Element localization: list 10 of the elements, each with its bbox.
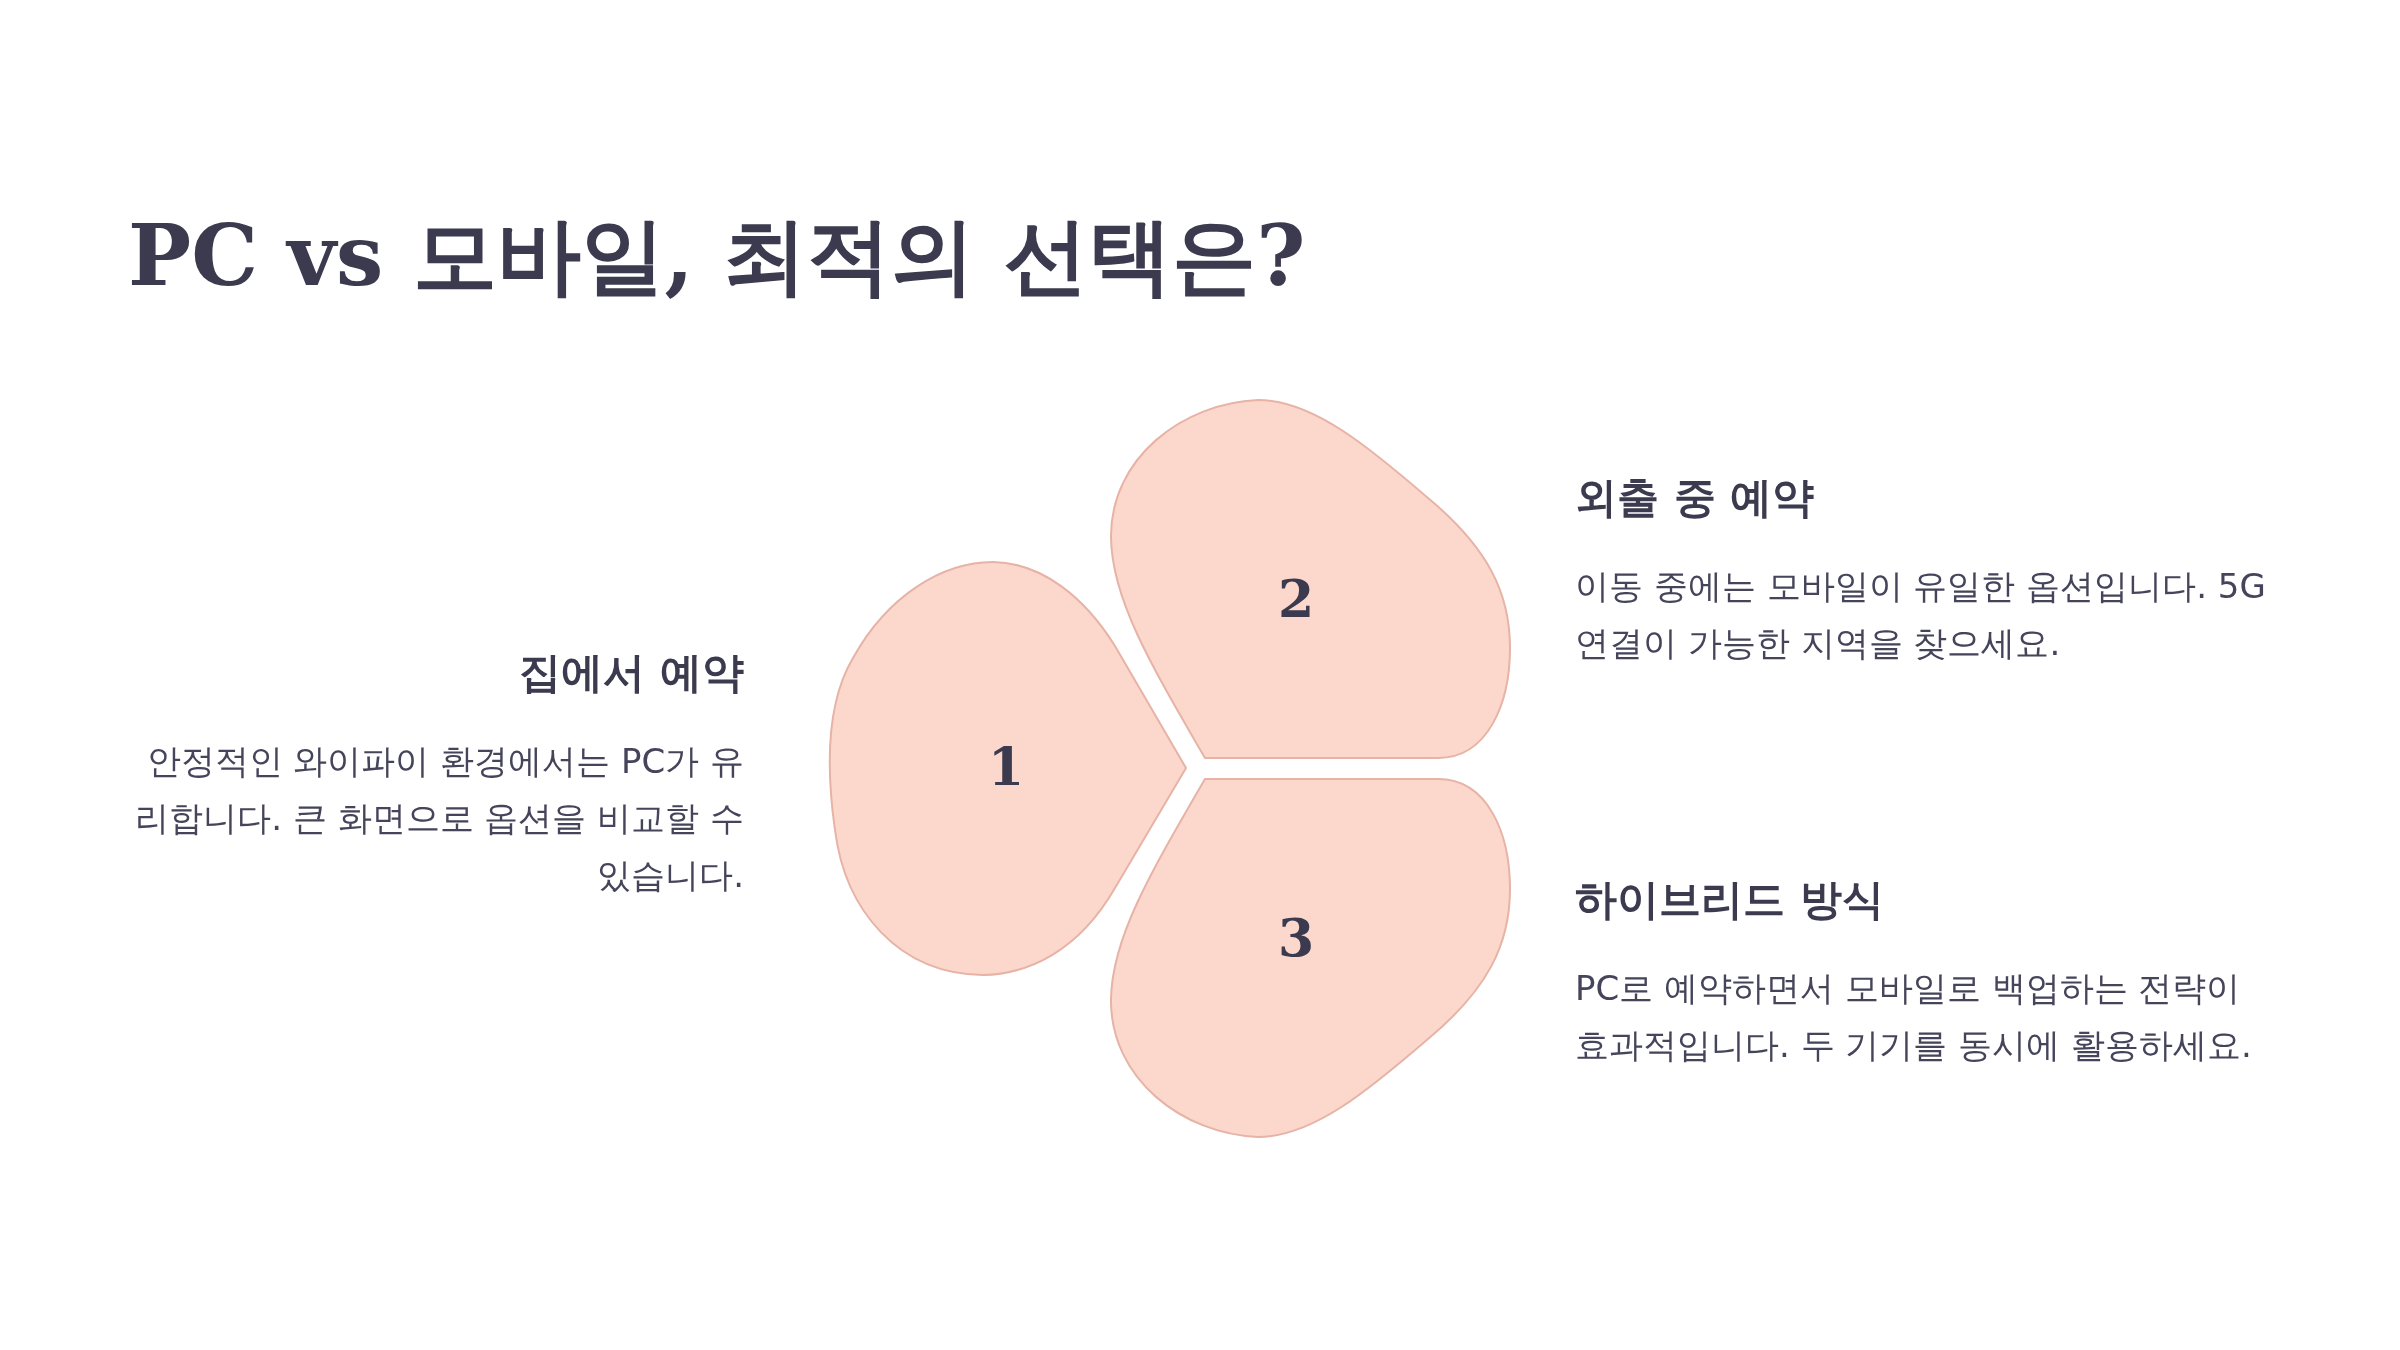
description-text: PC로 예약하면서 모바일로 백업하는 전략이 효과적입니다. 두 기기를 동시에 활용하세요. [1575, 967, 2253, 1067]
step-number: 1 [987, 735, 1025, 797]
step-number: 2 [1277, 567, 1315, 629]
section-heading: 하이브리드 방식 [1575, 874, 1885, 926]
step-number: 3 [1277, 906, 1315, 968]
description-text: 안정적인 와이파이 환경에서는 PC가 유리합니다. 큰 화면으로 옵션을 비교할 수 있습니다. [134, 740, 744, 897]
description-text: 이동 중에는 모바일이 유일한 옵션입니다. 5G 연결이 가능한 지역을 찾으세요. [1575, 565, 2267, 665]
section-heading: 외출 중 예약 [1575, 472, 1816, 524]
slide-title: PC vs 모바일, 최적의 선택은? [128, 205, 1306, 307]
section-heading: 집에서 예약 [518, 647, 744, 699]
